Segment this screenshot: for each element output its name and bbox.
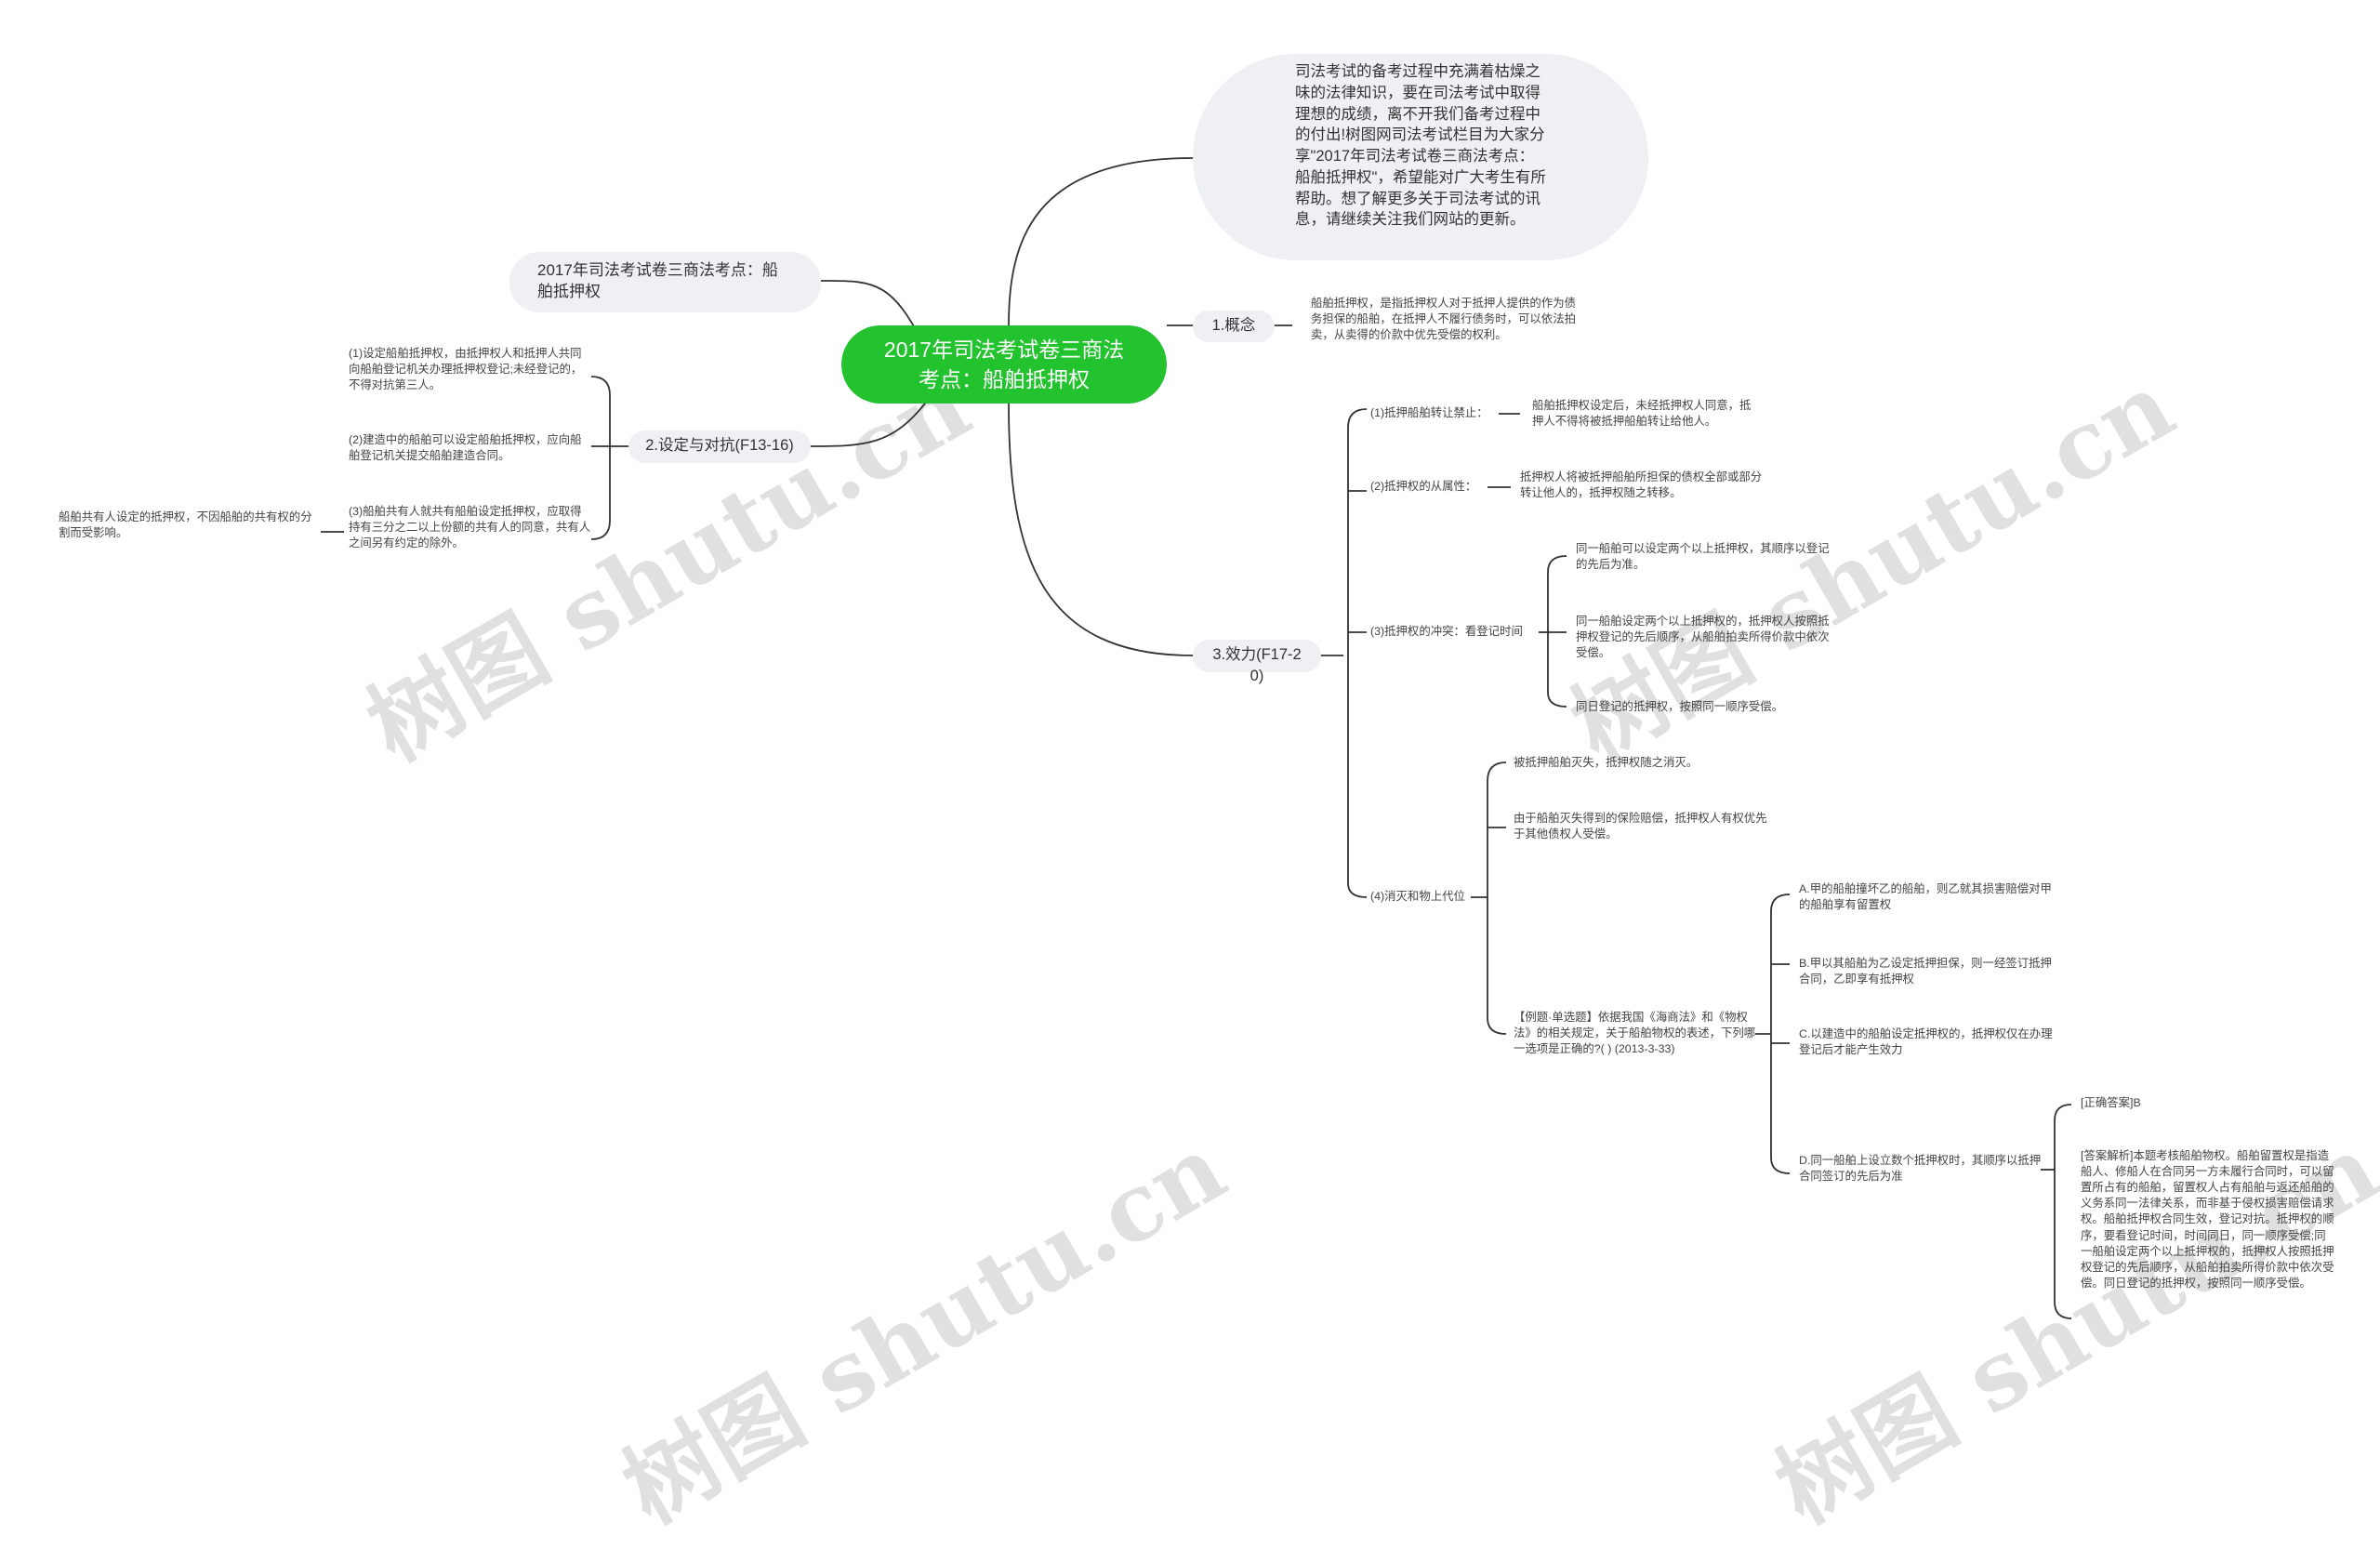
edge-question-bracket (1770, 894, 1791, 1174)
conflict-item-3[interactable]: 同日登记的抵押权，按照同一顺序受偿。 (1576, 700, 1784, 713)
effect-conflict-label[interactable]: (3)抵押权的冲突：看登记时间 (1370, 625, 1523, 638)
question-option-d[interactable]: D.同一船舶上设立数个抵押权时，其顺序以抵押合同签订的先后为准 (1799, 1154, 2042, 1184)
mindmap-connectors (321, 157, 2072, 1319)
edge-effect-bracket (1347, 408, 1368, 898)
edge-optd-bracket (2054, 1104, 2072, 1319)
root-topic[interactable]: 2017年司法考试卷三商法考点：船舶抵押权 (841, 325, 1167, 404)
edge-setup-bracket (590, 376, 611, 540)
answer-text[interactable]: [正确答案]B (2081, 1096, 2141, 1109)
left-title-topic[interactable]: 2017年司法考试卷三商法考点：船舶抵押权 (509, 252, 821, 312)
intro-note[interactable]: 司法考试的备考过程中充满着枯燥之味的法律知识，要在司法考试中取得理想的成绩，离不… (1193, 54, 1648, 260)
setup-item-3[interactable]: (3)船舶共有人就共有船舶设定抵押权，应取得持有三分之二以上份额的共有人的同意，… (349, 505, 591, 550)
effect-accessory-text[interactable]: 抵押权人将被抵押船舶所担保的债权全部或部分转让他人的，抵押权随之转移。 (1520, 470, 1763, 500)
extinction-item-1[interactable]: 被抵押船舶灭失，抵押权随之消灭。 (1514, 756, 1699, 769)
edge-extinction-bracket (1487, 761, 1507, 1035)
question-option-c[interactable]: C.以建造中的船舶设定抵押权的，抵押权仅在办理登记后才能产生效力 (1799, 1027, 2053, 1057)
setup-topic[interactable]: 2.设定与对抗(F13-16) (628, 430, 811, 463)
setup-item-2[interactable]: (2)建造中的船舶可以设定船舶抵押权，应向船舶登记机关提交船舶建造合同。 (349, 433, 582, 463)
effect-extinction-label[interactable]: (4)消灭和物上代位 (1370, 890, 1465, 903)
effect-topic[interactable]: 3.效力(F17-20) (1193, 640, 1321, 684)
answer-analysis[interactable]: [答案解析]本题考核船舶物权。船舶留置权是指造船人、修船人在合同另一方未履行合同… (2081, 1149, 2334, 1290)
effect-accessory-label[interactable]: (2)抵押权的从属性： (1370, 480, 1477, 493)
extinction-item-2[interactable]: 由于船舶灭失得到的保险赔偿，抵押权人有权优先于其他债权人受偿。 (1514, 812, 1767, 841)
concept-text[interactable]: 船舶抵押权，是指抵押权人对于抵押人提供的作为债务担保的船舶，在抵押人不履行债务时… (1311, 297, 1576, 342)
edge-effect (1008, 403, 1194, 656)
edge-intro (1008, 157, 1194, 326)
conflict-item-2[interactable]: 同一船舶设定两个以上抵押权的，抵押权人按照抵押权登记的先后顺序，从船舶拍卖所得价… (1576, 615, 1830, 660)
conflict-item-1[interactable]: 同一船舶可以设定两个以上抵押权，其顺序以登记的先后为准。 (1576, 542, 1830, 572)
effect-transfer-label[interactable]: (1)抵押船舶转让禁止： (1370, 406, 1488, 419)
concept-topic[interactable]: 1.概念 (1193, 311, 1275, 342)
edge-setup (806, 399, 929, 447)
example-question[interactable]: 【例题·单选题】依据我国《海商法》和《物权法》的相关规定，关于船舶物权的表述，下… (1514, 1011, 1756, 1056)
question-option-b[interactable]: B.甲以其船舶为乙设定抵押担保，则一经签订抵押合同，乙即享有抵押权 (1799, 957, 2052, 986)
question-option-a[interactable]: A.甲的船舶撞坏乙的船舶，则乙就其损害赔偿对甲的船舶享有留置权 (1799, 882, 2052, 912)
setup-item-3-sub[interactable]: 船舶共有人设定的抵押权，不因船舶的共有权的分割而受影响。 (59, 510, 312, 540)
setup-item-1[interactable]: (1)设定船舶抵押权，由抵押权人和抵押人共同向船舶登记机关办理抵押权登记;未经登… (349, 347, 583, 392)
effect-transfer-text[interactable]: 船舶抵押权设定后，未经抵押权人同意，抵押人不得将被抵押船舶转让给他人。 (1532, 399, 1752, 429)
